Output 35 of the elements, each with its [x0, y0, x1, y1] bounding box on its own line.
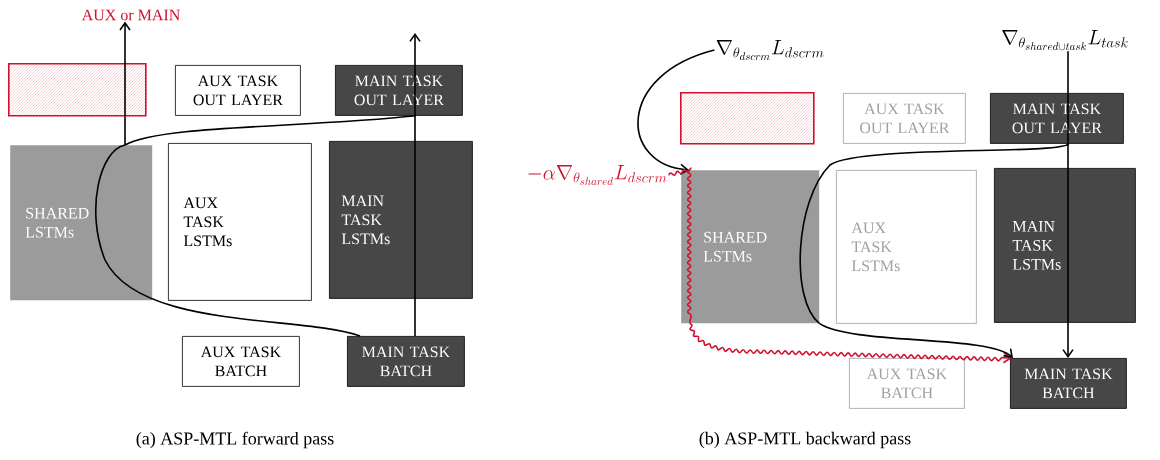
hatched-box [680, 92, 815, 145]
wavy-arrow [689, 322, 1012, 364]
layer-box: AUX TASK OUT LAYER [843, 93, 966, 144]
arrow [1062, 167, 1074, 358]
caption: (b) ASP-MTL backward pass [699, 431, 911, 449]
batch-box: MAIN TASK BATCH [347, 336, 465, 387]
arrow [409, 33, 421, 337]
batch-box: AUX TASK BATCH [849, 358, 965, 409]
hatched-box [8, 63, 147, 117]
lstm-block: SHARED LSTMs [10, 145, 153, 301]
line [124, 115, 126, 146]
line [1067, 92, 1069, 169]
gradient-formula: $\nabla_{\theta_{dscrm}} L_{dscrm}$ [716, 40, 824, 61]
batch-box: MAIN TASK BATCH [1010, 358, 1127, 409]
arrow-label: AUX or MAIN [81, 9, 180, 21]
batch-box: AUX TASK BATCH [182, 336, 300, 387]
lstm-block: MAIN TASK LSTMs [994, 168, 1136, 323]
curved-line [94, 144, 361, 337]
curved-arrow [818, 322, 1013, 358]
layer-box: MAIN TASK OUT LAYER [335, 65, 463, 116]
lstm-block: SHARED LSTMs [681, 170, 820, 324]
layer-box: AUX TASK OUT LAYER [175, 65, 301, 116]
gradient-formula: $\nabla_{\theta_{shared \cup task}} L_{task}$ [1002, 30, 1128, 51]
curved-arrow [637, 49, 716, 176]
gradient-formula: $-\alpha\nabla_{\theta_{shared}} L_{dscrm}$ [528, 165, 667, 186]
lstm-block: MAIN TASK LSTMs [329, 141, 473, 299]
curved-line [799, 143, 1070, 325]
layer-box: MAIN TASK OUT LAYER [990, 93, 1124, 144]
curved-line [124, 115, 417, 146]
caption: (a) ASP-MTL forward pass [136, 431, 334, 449]
arrow [119, 21, 131, 118]
lstm-block: AUX TASK LSTMs [836, 170, 977, 324]
lstm-block: AUX TASK LSTMs [168, 143, 312, 301]
wavy-line [667, 167, 692, 325]
line [1067, 50, 1069, 94]
